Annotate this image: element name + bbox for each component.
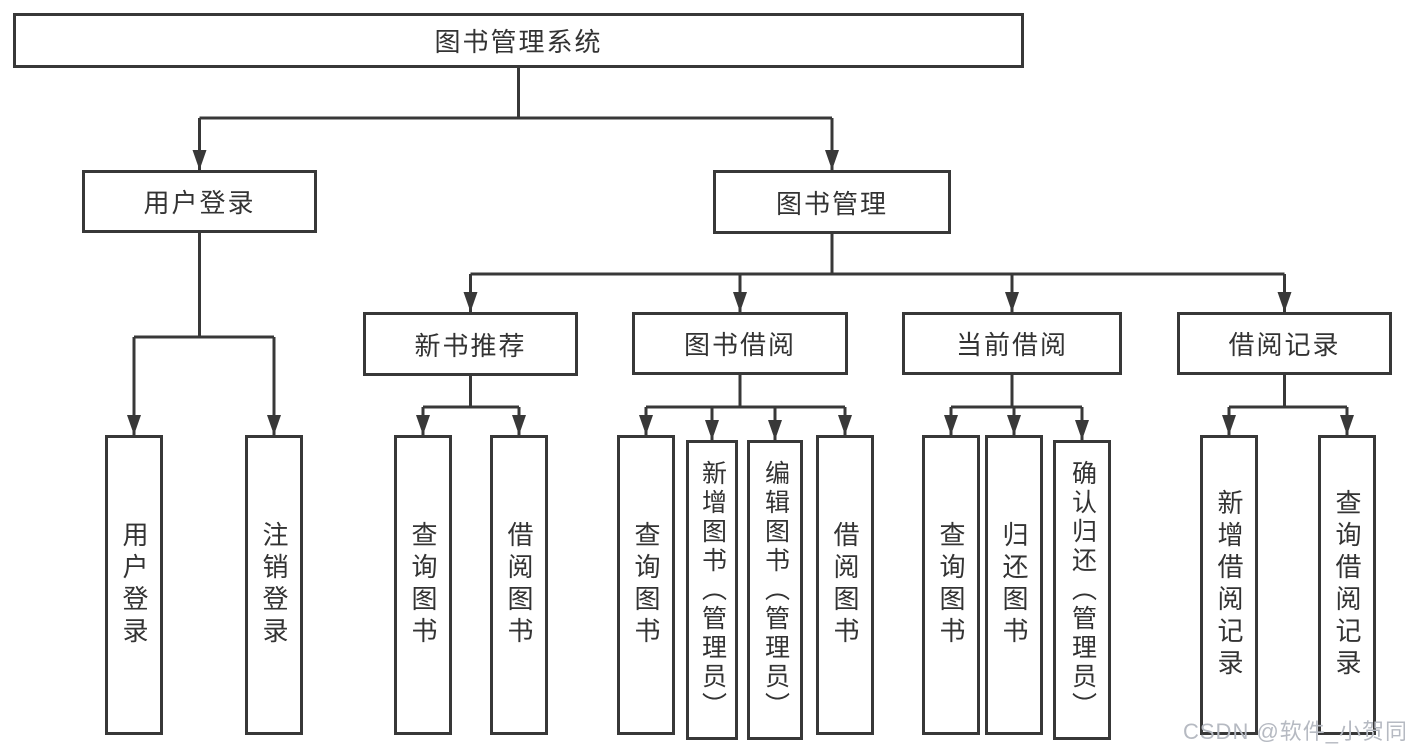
leaf-return-books: 归还图书 (985, 435, 1043, 735)
node-borrow-records: 借阅记录 (1177, 312, 1392, 375)
leaf-query-books-recommend: 查询图书 (394, 435, 452, 735)
leaf-user-login-label: 用户登录 (119, 521, 149, 649)
node-root-label: 图书管理系统 (434, 27, 603, 57)
node-book-management: 图书管理 (713, 170, 951, 234)
leaf-logout-login: 注销登录 (245, 435, 303, 735)
leaf-query-borrow-record-label: 查询借阅记录 (1332, 489, 1362, 681)
leaf-add-books-admin-label: 新增图书（管理员） (698, 459, 727, 721)
leaf-query-books-borrow: 查询图书 (617, 435, 675, 735)
leaf-borrow-books-recommend-label: 借阅图书 (504, 521, 534, 649)
leaf-query-books-recommend-label: 查询图书 (408, 521, 438, 649)
node-borrow-records-label: 借阅记录 (1228, 330, 1341, 360)
leaf-query-books-current-label: 查询图书 (936, 521, 966, 649)
node-book-borrow: 图书借阅 (632, 312, 848, 375)
leaf-confirm-return-admin: 确认归还（管理员） (1053, 440, 1111, 740)
node-user-login: 用户登录 (82, 170, 317, 233)
leaf-logout-login-label: 注销登录 (259, 521, 289, 649)
node-book-management-label: 图书管理 (775, 188, 888, 219)
leaf-edit-books-admin-label: 编辑图书（管理员） (761, 459, 790, 721)
leaf-borrow-books-recommend: 借阅图书 (490, 435, 548, 735)
node-root: 图书管理系统 (13, 13, 1024, 68)
node-book-borrow-label: 图书借阅 (683, 330, 796, 360)
leaf-query-books-current: 查询图书 (922, 435, 980, 735)
leaf-add-borrow-record-label: 新增借阅记录 (1214, 489, 1244, 681)
node-current-borrow-label: 当前借阅 (955, 330, 1068, 360)
node-user-login-label: 用户登录 (143, 188, 256, 218)
node-new-book-recommend-label: 新书推荐 (414, 330, 527, 361)
leaf-borrow-books-borrow-label: 借阅图书 (830, 521, 860, 649)
leaf-add-books-admin: 新增图书（管理员） (686, 440, 738, 740)
node-current-borrow: 当前借阅 (902, 312, 1122, 375)
leaf-query-borrow-record: 查询借阅记录 (1318, 435, 1376, 735)
csdn-watermark: CSDN @软件_小贺同学 (1183, 719, 1405, 744)
leaf-borrow-books-borrow: 借阅图书 (816, 435, 874, 735)
leaf-query-books-borrow-label: 查询图书 (631, 521, 661, 649)
leaf-user-login: 用户登录 (105, 435, 163, 735)
leaf-return-books-label: 归还图书 (999, 521, 1029, 649)
leaf-edit-books-admin: 编辑图书（管理员） (747, 440, 803, 740)
leaf-confirm-return-admin-label: 确认归还（管理员） (1068, 459, 1097, 721)
node-new-book-recommend: 新书推荐 (363, 312, 578, 376)
leaf-add-borrow-record: 新增借阅记录 (1200, 435, 1258, 735)
